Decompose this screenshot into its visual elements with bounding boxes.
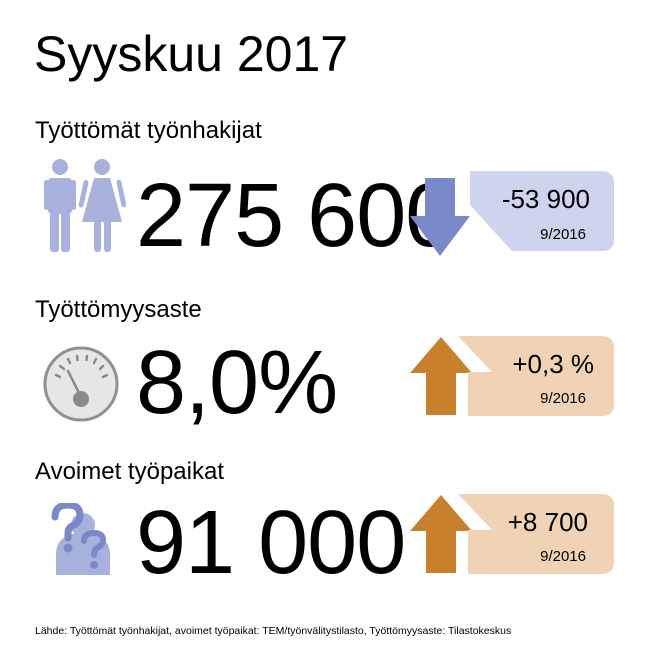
open-jobs-change-date: 9/2016 xyxy=(540,548,586,565)
gauge-icon xyxy=(42,345,120,423)
arrow-up-icon xyxy=(410,495,472,573)
section-label-open-jobs: Avoimet työpaikat xyxy=(35,458,224,485)
section-label-unemployed: Työttömät työnhakijat xyxy=(35,117,262,144)
unemployment-rate-value: 8,0% xyxy=(136,333,338,433)
unemployed-change-badge xyxy=(462,171,614,251)
unemployment-rate-change-value: +0,3 % xyxy=(512,349,594,379)
open-jobs-count: 91 000 xyxy=(136,493,406,593)
arrow-down-icon xyxy=(410,178,470,258)
unemployment-rate-change-badge xyxy=(458,336,614,416)
unemployment-rate-change-date: 9/2016 xyxy=(540,390,586,407)
unemployed-count: 275 600 xyxy=(136,166,455,266)
man-woman-icon xyxy=(40,158,126,254)
open-jobs-change-badge xyxy=(458,494,614,574)
section-label-unemployment-rate: Työttömyysaste xyxy=(35,296,202,323)
unemployed-change-value: -53 900 xyxy=(501,184,590,214)
person-question-icon xyxy=(50,503,116,575)
unemployed-change-date: 9/2016 xyxy=(540,226,586,243)
arrow-up-icon xyxy=(410,337,472,415)
open-jobs-change-value: +8 700 xyxy=(507,507,588,537)
source-note: Lähde: Työttömät työnhakijat, avoimet ty… xyxy=(35,625,512,637)
page-title: Syyskuu 2017 xyxy=(34,26,349,82)
